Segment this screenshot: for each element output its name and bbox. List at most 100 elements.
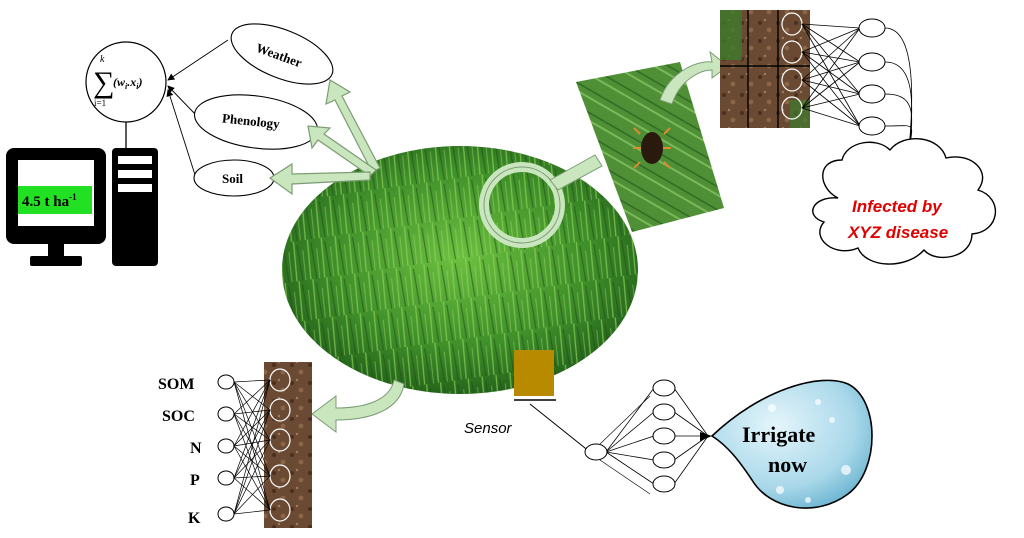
weighted-sum-node: k ∑ i=1 (wi.xi) [85, 41, 167, 123]
irrigation-line2: now [768, 452, 807, 477]
arrow-to-phenology [307, 125, 377, 177]
arrow-to-weather [325, 79, 381, 173]
network-edge [233, 381, 271, 441]
network-edge [233, 381, 271, 411]
network-node [217, 506, 235, 522]
network-arrowhead [700, 432, 712, 441]
leaf-closeup [576, 62, 724, 232]
network-edge [233, 409, 271, 447]
soil-output-k: K [188, 510, 201, 527]
network-edge [801, 23, 861, 63]
network-node [652, 451, 676, 469]
yield-readout: 4.5 t ha-1 [22, 192, 77, 210]
factor-phenology-label: Phenology [221, 110, 281, 131]
sum-lower: i=1 [94, 98, 106, 108]
network-node [217, 470, 235, 486]
network-node [652, 427, 676, 445]
sensor-label: Sensor [464, 420, 513, 437]
network-node [858, 52, 886, 72]
network-edge [233, 409, 271, 415]
cloud-icon [812, 138, 996, 265]
network-edge [233, 439, 271, 479]
pest-icon [633, 127, 671, 169]
field-to-soil-arrow [311, 379, 405, 433]
network-edge [801, 79, 861, 95]
water-drop-icon [710, 379, 873, 509]
sum-body: (wi.xi) [113, 75, 142, 91]
factor-phenology: Phenology [193, 94, 319, 150]
network-edge [801, 27, 861, 109]
network-edge [605, 451, 655, 485]
sum-upper: k [100, 54, 105, 65]
factor-soil-label: Soil [222, 171, 243, 186]
network-edge [233, 379, 271, 383]
network-edge [599, 459, 651, 495]
network-node [652, 403, 676, 421]
computer-tower-icon [112, 148, 158, 266]
network-edge [605, 387, 655, 453]
network-edge [233, 509, 271, 515]
network-node [217, 406, 235, 422]
disease-result-line1: Infected by [852, 197, 943, 216]
network-edge [801, 61, 861, 81]
network-edge [233, 413, 271, 441]
network-edge [233, 413, 271, 511]
network-edge [673, 435, 709, 485]
network-node [217, 374, 235, 390]
network-edge [801, 27, 861, 81]
network-edge [233, 445, 271, 477]
network-edge [801, 51, 861, 95]
network-edge [801, 27, 861, 53]
network-edge [233, 409, 271, 479]
network-node [652, 379, 676, 397]
network-edge [801, 61, 861, 109]
crop-field [282, 146, 638, 394]
network-edge [233, 439, 271, 447]
network-edge [801, 79, 861, 127]
yield-readout-bg [18, 186, 92, 214]
irrigation-network [584, 379, 712, 495]
network-node [858, 116, 886, 136]
soil-output-n: N [190, 440, 202, 457]
soil-sensor-icon [514, 350, 556, 401]
soil-image-column [264, 362, 312, 528]
network-edge [801, 107, 861, 127]
soil-output-labels: SOM SOC N P K [158, 376, 202, 527]
network-edge [605, 411, 655, 453]
irrigation-line1: Irrigate [742, 422, 816, 447]
soil-output-soc: SOC [162, 408, 195, 425]
network-edge [801, 23, 861, 95]
sum-sigma: ∑ [93, 66, 114, 99]
network-node [217, 438, 235, 454]
soil-network [217, 374, 271, 522]
network-node [858, 18, 886, 38]
network-edge [605, 435, 655, 453]
network-edge [233, 475, 271, 515]
disease-image-grid [720, 10, 810, 128]
factor-connectors [166, 39, 229, 179]
network-edge [233, 475, 271, 479]
network-edge [801, 93, 861, 109]
soil-output-som: SOM [158, 376, 194, 393]
network-edge [673, 411, 709, 437]
network-edge [801, 23, 861, 127]
network-edge [233, 379, 271, 415]
disease-result-line2: XYZ disease [847, 223, 948, 242]
network-edge [673, 387, 709, 437]
network-edge [801, 51, 861, 63]
network-node [584, 443, 608, 461]
network-edge [233, 477, 271, 511]
yield-value: 4.5 t ha [22, 194, 70, 210]
soil-output-p: P [190, 472, 200, 489]
disease-network [801, 18, 914, 164]
factor-soil: Soil [193, 159, 275, 197]
network-edge [233, 445, 271, 511]
network-edge [233, 381, 271, 477]
network-edge [801, 23, 861, 29]
arrow-to-soil [268, 162, 371, 196]
factor-weather: Weather [230, 23, 334, 85]
computer-group: 4.5 t ha-1 [6, 110, 158, 266]
network-node [858, 84, 886, 104]
network-edge [599, 395, 651, 445]
